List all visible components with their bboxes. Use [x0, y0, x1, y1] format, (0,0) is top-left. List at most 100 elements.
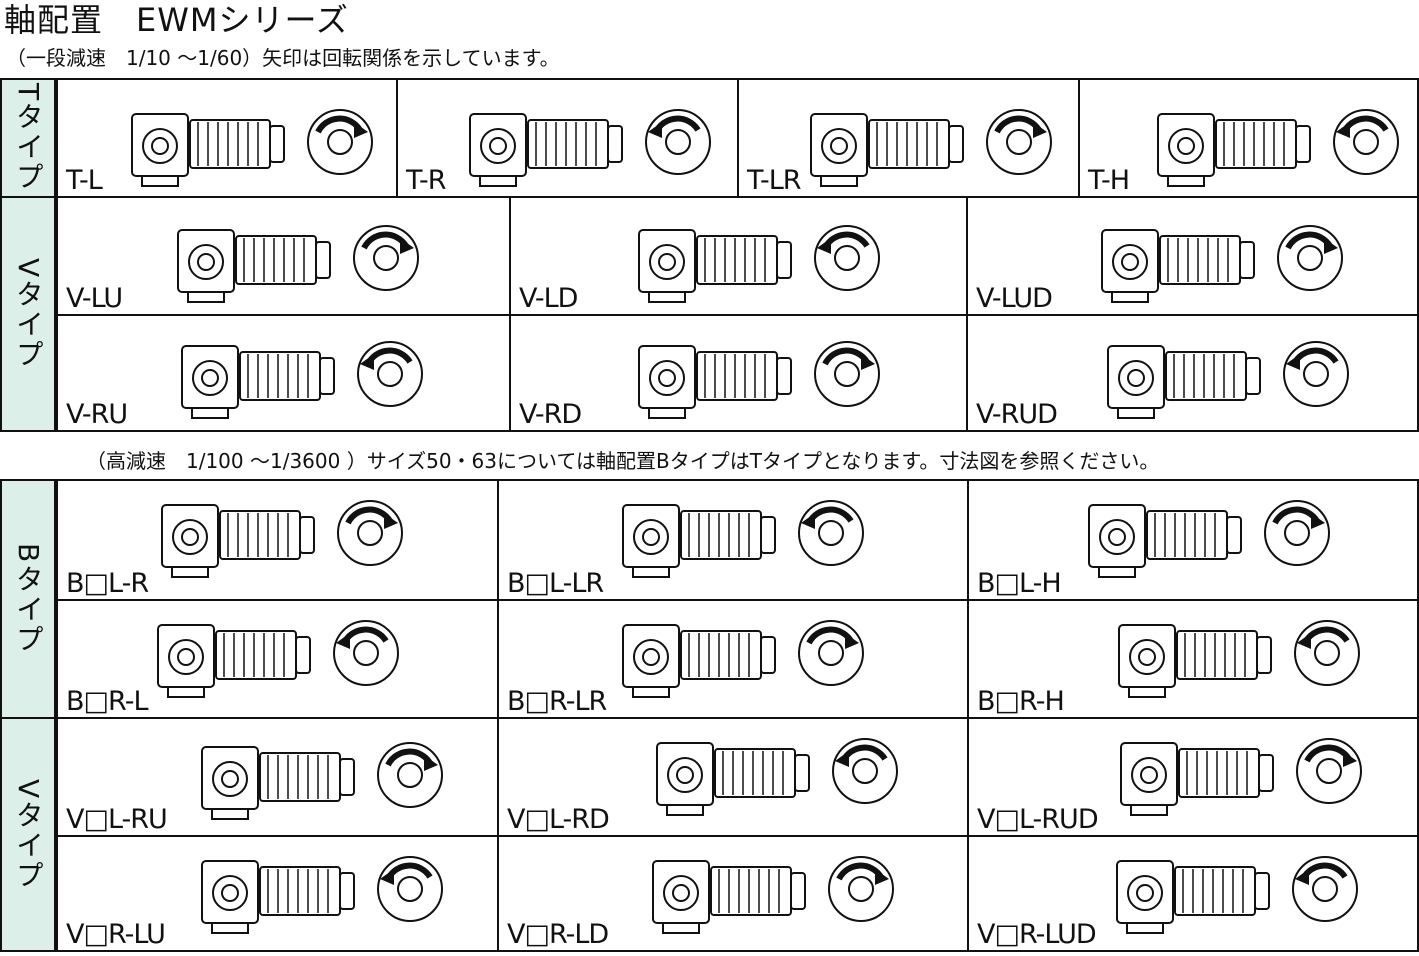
- rotation-arrow-icon: [333, 620, 399, 686]
- lower-table: Bタイプ Vタイプ B□L-R B□L-LR B□L-H B□R-L B□R-L…: [0, 479, 1419, 952]
- gear-motor-drawing: [635, 328, 895, 428]
- cell-b-r-lr: B□R-LR: [497, 599, 967, 717]
- gear-motor-drawing: [622, 500, 864, 578]
- config-label: V-LU: [66, 283, 123, 314]
- cell-v-rud: V-RUD: [966, 314, 1417, 430]
- gear-motor-drawing: [174, 212, 434, 312]
- gear-motor-drawing: [1107, 341, 1349, 419]
- rotation-arrow-icon: [798, 500, 864, 566]
- gear-motor-drawing: [1113, 843, 1373, 943]
- config-label: T-L: [66, 165, 103, 196]
- config-label: V□L-RUD: [977, 804, 1099, 835]
- gear-motor-drawing: [201, 742, 443, 820]
- gear-motor-drawing: [1154, 96, 1414, 196]
- cell-t-l: T-L: [56, 80, 396, 196]
- config-label: V□R-LU: [66, 919, 166, 950]
- gear-motor-drawing: [638, 225, 880, 303]
- gear-motor-drawing: [1104, 328, 1364, 428]
- cell-v-r-lud: V□R-LUD: [967, 835, 1417, 950]
- side-label-t-type: Tタイプ: [2, 80, 56, 196]
- gear-motor-drawing: [181, 341, 423, 419]
- config-label: V□L-RD: [507, 804, 610, 835]
- gear-motor-drawing: [158, 487, 418, 587]
- gear-motor-drawing: [1085, 487, 1345, 587]
- gear-motor-drawing: [619, 607, 879, 707]
- rotation-arrow-icon: [357, 341, 423, 407]
- gear-motor-drawing: [198, 843, 458, 943]
- upper-table: Tタイプ Vタイプ T-L T-R T-LR T-H V-LU V-LD V-L…: [0, 78, 1419, 432]
- rotation-arrow-icon: [377, 856, 443, 922]
- cell-b-l-lr: B□L-LR: [497, 481, 967, 599]
- gear-motor-drawing: [638, 341, 880, 419]
- cell-v-l-rud: V□L-RUD: [967, 717, 1417, 835]
- gear-motor-drawing: [161, 500, 403, 578]
- gear-motor-drawing: [177, 225, 419, 303]
- cell-v-rd: V-RD: [509, 314, 966, 430]
- cell-t-lr: T-LR: [737, 80, 1078, 196]
- gear-motor-drawing: [201, 856, 443, 934]
- config-label: V-LUD: [976, 283, 1053, 314]
- gear-motor-drawing: [1120, 738, 1362, 816]
- rotation-arrow-icon: [1277, 225, 1343, 291]
- cell-b-r-h: B□R-H: [967, 599, 1417, 717]
- gear-motor-drawing: [1157, 109, 1399, 187]
- rotation-arrow-icon: [645, 109, 711, 175]
- config-label: B□L-LR: [507, 568, 604, 599]
- cell-v-l-rd: V□L-RD: [497, 717, 967, 835]
- gear-motor-drawing: [622, 620, 864, 698]
- gear-motor-drawing: [619, 487, 879, 587]
- side-label-v-type-lower: Vタイプ: [2, 717, 56, 950]
- rotation-arrow-icon: [307, 109, 373, 175]
- config-label: V□L-RU: [66, 804, 168, 835]
- rotation-arrow-icon: [353, 225, 419, 291]
- cell-b-l-r: B□L-R: [56, 481, 497, 599]
- gear-motor-drawing: [1115, 607, 1375, 707]
- side-label-b-type: Bタイプ: [2, 481, 56, 717]
- config-label: B□R-L: [66, 686, 148, 717]
- config-label: B□L-H: [977, 568, 1062, 599]
- config-label: V-RUD: [976, 399, 1058, 430]
- rotation-arrow-icon: [814, 341, 880, 407]
- cell-v-lu: V-LU: [56, 196, 509, 314]
- gear-motor-drawing: [653, 725, 913, 825]
- cell-v-r-ld: V□R-LD: [497, 835, 967, 950]
- gear-motor-drawing: [1088, 500, 1330, 578]
- gear-motor-drawing: [1118, 620, 1360, 698]
- config-label: B□R-H: [977, 686, 1065, 717]
- rotation-arrow-icon: [986, 109, 1052, 175]
- gear-motor-drawing: [157, 620, 399, 698]
- gear-motor-drawing: [1098, 212, 1358, 312]
- config-label: T-LR: [747, 165, 802, 196]
- cell-v-ru: V-RU: [56, 314, 509, 430]
- rotation-arrow-icon: [1292, 856, 1358, 922]
- note-single-stage: （一段減速 1/10 ～1/60）矢印は回転関係を示しています。: [6, 46, 560, 70]
- gear-motor-drawing: [635, 212, 895, 312]
- cell-t-h: T-H: [1078, 80, 1417, 196]
- page-title: 軸配置 EWMシリーズ: [4, 1, 349, 39]
- gear-motor-drawing: [131, 109, 373, 187]
- gear-motor-drawing: [128, 96, 388, 196]
- gear-motor-drawing: [154, 607, 414, 707]
- gear-motor-drawing: [1116, 856, 1358, 934]
- gear-motor-drawing: [1117, 725, 1377, 825]
- gear-motor-drawing: [1101, 225, 1343, 303]
- gear-motor-drawing: [810, 109, 1052, 187]
- config-label: B□L-R: [66, 568, 149, 599]
- gear-motor-drawing: [807, 96, 1067, 196]
- config-label: B□R-LR: [507, 686, 607, 717]
- cell-v-r-lu: V□R-LU: [56, 835, 497, 950]
- gear-motor-drawing: [652, 856, 894, 934]
- rotation-arrow-icon: [337, 500, 403, 566]
- config-label: V□R-LUD: [977, 919, 1097, 950]
- cell-v-ld: V-LD: [509, 196, 966, 314]
- rotation-arrow-icon: [377, 742, 443, 808]
- cell-t-r: T-R: [396, 80, 737, 196]
- config-label: V-RD: [519, 399, 582, 430]
- config-label: V-RU: [66, 399, 128, 430]
- rotation-arrow-icon: [1264, 500, 1330, 566]
- gear-motor-drawing: [178, 328, 438, 428]
- side-label-v-type-upper: Vタイプ: [2, 196, 56, 430]
- cell-b-l-h: B□L-H: [967, 481, 1417, 599]
- gear-motor-drawing: [656, 738, 898, 816]
- rotation-arrow-icon: [828, 856, 894, 922]
